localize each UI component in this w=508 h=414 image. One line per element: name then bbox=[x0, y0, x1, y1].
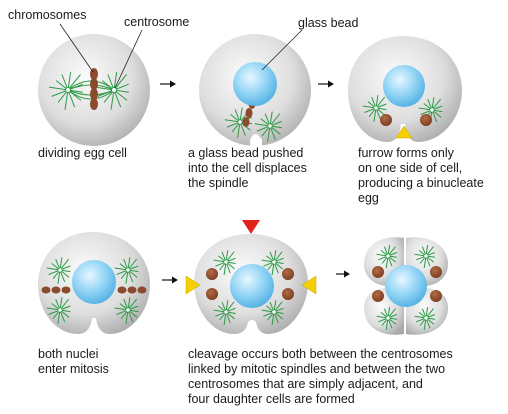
glass-bead bbox=[72, 260, 116, 304]
centrosome bbox=[57, 307, 63, 313]
arrow-1-to-2 bbox=[160, 80, 176, 88]
centrosome bbox=[385, 253, 391, 259]
caption-panel-3: furrow forms only on one side of cell, p… bbox=[358, 146, 484, 205]
nucleus bbox=[372, 290, 384, 302]
aster-bottom-right bbox=[414, 307, 435, 330]
centrosome bbox=[223, 309, 229, 315]
glass-bead bbox=[383, 65, 425, 107]
arrow-5-to-6 bbox=[336, 270, 350, 278]
aster-bottom-right bbox=[114, 297, 139, 324]
centrosome-right bbox=[111, 87, 117, 93]
aster-bottom-left bbox=[376, 307, 397, 330]
aster-right bbox=[254, 111, 282, 142]
nucleus bbox=[372, 266, 384, 278]
aster-bottom-left bbox=[46, 297, 71, 324]
arrow-2-to-3 bbox=[318, 80, 334, 88]
chromosomes-right bbox=[117, 286, 147, 294]
nucleus bbox=[206, 268, 218, 280]
leader-chromosomes bbox=[59, 23, 94, 73]
nucleus bbox=[206, 288, 218, 300]
arrow-4-to-5 bbox=[162, 276, 178, 284]
aster-fiber bbox=[67, 74, 81, 91]
centrosome bbox=[125, 307, 131, 313]
centrosome bbox=[267, 123, 273, 129]
chromosomes bbox=[90, 68, 98, 110]
nucleus-right bbox=[420, 114, 432, 126]
leader-centrosome bbox=[114, 29, 143, 89]
nucleus bbox=[282, 268, 294, 280]
centrosome bbox=[57, 267, 63, 273]
cleavage-arrow-red bbox=[242, 220, 260, 234]
aster-bottom-right bbox=[261, 300, 284, 325]
caption-panel-4: both nuclei enter mitosis bbox=[38, 347, 109, 376]
centrosome bbox=[385, 315, 391, 321]
centrosome-left bbox=[65, 87, 71, 93]
cleavage-arrow-yellow-left bbox=[185, 275, 201, 295]
leader-glass-bead bbox=[261, 29, 303, 71]
nucleus bbox=[430, 290, 442, 302]
nucleus bbox=[430, 266, 442, 278]
glass-bead bbox=[233, 62, 277, 106]
panel-1-dividing-egg bbox=[38, 23, 150, 146]
panel-3-furrow-one-side bbox=[348, 36, 462, 142]
centrosome bbox=[373, 105, 379, 111]
cleavage-arrow-yellow-right bbox=[301, 275, 317, 295]
aster-bottom-left bbox=[213, 300, 236, 325]
label-chromosomes: chromosomes bbox=[8, 8, 87, 22]
centrosome bbox=[125, 267, 131, 273]
panel-2-bead-pushed bbox=[199, 29, 311, 148]
centrosome bbox=[271, 259, 277, 265]
furrow-arrow-yellow bbox=[395, 125, 413, 139]
aster-fiber bbox=[64, 89, 69, 110]
chromosomes-left bbox=[41, 286, 71, 294]
caption-panel-1: dividing egg cell bbox=[38, 146, 127, 160]
aster-top-left bbox=[213, 250, 236, 275]
aster-fiber bbox=[113, 89, 122, 108]
caption-panel-2: a glass bead pushed into the cell displa… bbox=[188, 146, 307, 190]
aster-top-left bbox=[46, 257, 71, 284]
aster-fiber bbox=[110, 89, 115, 110]
aster-fiber bbox=[113, 74, 127, 91]
aster-top-right bbox=[114, 257, 139, 284]
centrosome bbox=[429, 107, 435, 113]
panel-4-both-nuclei-mitosis bbox=[38, 232, 150, 334]
centrosome bbox=[271, 309, 277, 315]
label-centrosome: centrosome bbox=[124, 15, 190, 29]
aster-fiber bbox=[113, 71, 118, 91]
aster-left bbox=[362, 95, 387, 122]
aster-fiber bbox=[48, 86, 69, 91]
aster-fiber bbox=[94, 86, 115, 91]
caption-panel-5: cleavage occurs both between the centros… bbox=[188, 347, 453, 406]
aster-top-right bbox=[261, 250, 284, 275]
panel-6-four-daughter-cells bbox=[364, 237, 448, 335]
centrosome bbox=[423, 315, 429, 321]
glass-bead bbox=[230, 264, 274, 308]
aster-fiber bbox=[67, 89, 76, 108]
aster-fiber bbox=[267, 125, 271, 142]
indentation bbox=[250, 134, 262, 148]
centrosome bbox=[423, 253, 429, 259]
nucleus-left bbox=[380, 114, 392, 126]
aster-fiber bbox=[269, 113, 281, 127]
nucleus bbox=[282, 288, 294, 300]
glass-bead bbox=[385, 265, 427, 307]
aster-top-right bbox=[414, 245, 435, 268]
centrosome bbox=[223, 259, 229, 265]
aster-fiber bbox=[67, 71, 72, 91]
panel-5-cleavage bbox=[185, 220, 317, 334]
aster-fiber bbox=[237, 121, 241, 138]
aster-top-left bbox=[376, 245, 397, 268]
centrosome bbox=[237, 119, 243, 125]
label-glass-bead: glass bead bbox=[298, 16, 359, 30]
